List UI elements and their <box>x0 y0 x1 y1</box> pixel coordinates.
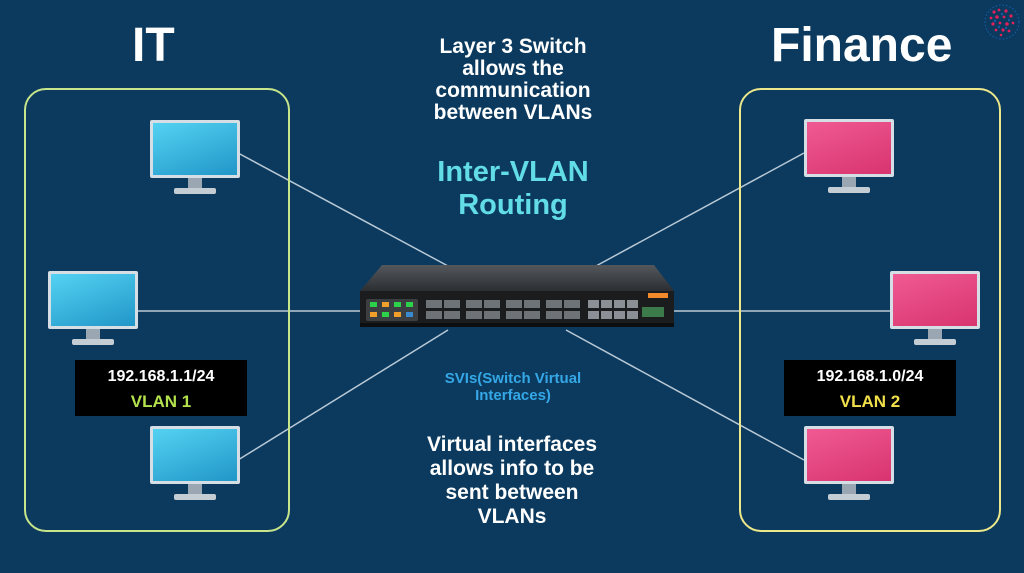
link-fin-pc3 <box>565 329 805 461</box>
svi-label-line-1: SVIs(Switch Virtual <box>444 370 582 387</box>
it-monitor-icon-1 <box>150 120 240 196</box>
layer3-switch-icon <box>360 265 674 327</box>
virtual-interfaces-line-4: VLANs <box>477 505 547 528</box>
switch-description-line-3: communication <box>435 79 591 102</box>
virtual-interfaces-line-1: Virtual interfaces <box>426 433 598 456</box>
finance-monitor-icon-3 <box>804 426 894 502</box>
virtual-interfaces-line-3: sent between <box>445 481 579 504</box>
svi-label: SVIs(Switch Virtual Interfaces) <box>398 370 628 404</box>
it-group-box <box>24 88 290 532</box>
link-it-pc3 <box>237 329 449 461</box>
switch-description-line-4: between VLANs <box>433 101 593 124</box>
finance-monitor-icon-2 <box>890 271 980 347</box>
finance-group-box <box>739 88 1001 532</box>
finance-monitor-icon-1 <box>804 119 894 195</box>
it-vlan-label: 192.168.1.1/24 VLAN 1 <box>75 360 247 416</box>
virtual-interfaces-line-2: allows info to be <box>429 457 595 480</box>
svi-label-line-2: Interfaces) <box>475 387 551 404</box>
finance-vlan-name: VLAN 2 <box>839 392 901 411</box>
it-ip-address: 192.168.1.1/24 <box>107 368 215 385</box>
link-fin-pc1 <box>595 152 805 267</box>
it-vlan-name: VLAN 1 <box>130 392 192 411</box>
switch-description-line-2: allows the <box>462 57 564 80</box>
routing-title-line-1: Inter-VLAN <box>437 156 589 188</box>
routing-title-line-2: Routing <box>458 189 568 221</box>
inter-vlan-routing-title: Inter-VLAN Routing <box>395 156 631 222</box>
finance-vlan-label: 192.168.1.0/24 VLAN 2 <box>784 360 956 416</box>
finance-ip-address: 192.168.1.0/24 <box>816 368 924 385</box>
switch-description: Layer 3 Switch allows the communication … <box>380 36 646 124</box>
it-monitor-icon-3 <box>150 426 240 502</box>
virtual-interfaces-description: Virtual interfaces allows info to be sen… <box>383 433 641 529</box>
dotted-globe-logo <box>984 4 1020 40</box>
finance-group-title: Finance <box>771 19 953 72</box>
it-group-title: IT <box>132 19 175 72</box>
link-it-pc1 <box>237 152 449 267</box>
it-monitor-icon-2 <box>48 271 138 347</box>
switch-description-line-1: Layer 3 Switch <box>439 35 587 58</box>
